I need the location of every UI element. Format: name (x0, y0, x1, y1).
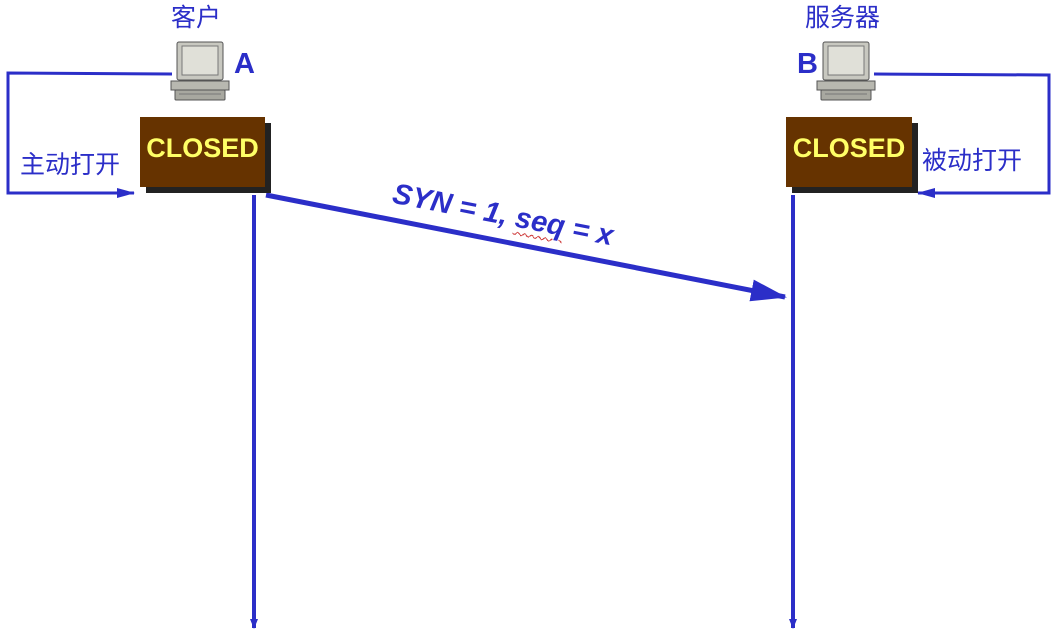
client-active-open-label: 主动打开 (20, 150, 121, 179)
client-state-box: CLOSED (140, 117, 265, 187)
server-name: 服务器 (805, 3, 881, 32)
syn-segment-arrow (265, 192, 787, 302)
client-computer-icon (170, 41, 230, 101)
server-letter: B (797, 48, 818, 80)
server-computer-icon (816, 41, 876, 101)
server-passive-open-label: 被动打开 (922, 146, 1023, 175)
server-passive-open-loop (873, 72, 1051, 198)
client-letter: A (234, 48, 255, 80)
server-state-box: CLOSED (786, 117, 912, 187)
client-name: 客户 (171, 3, 222, 32)
client-active-open-loop (6, 71, 173, 198)
